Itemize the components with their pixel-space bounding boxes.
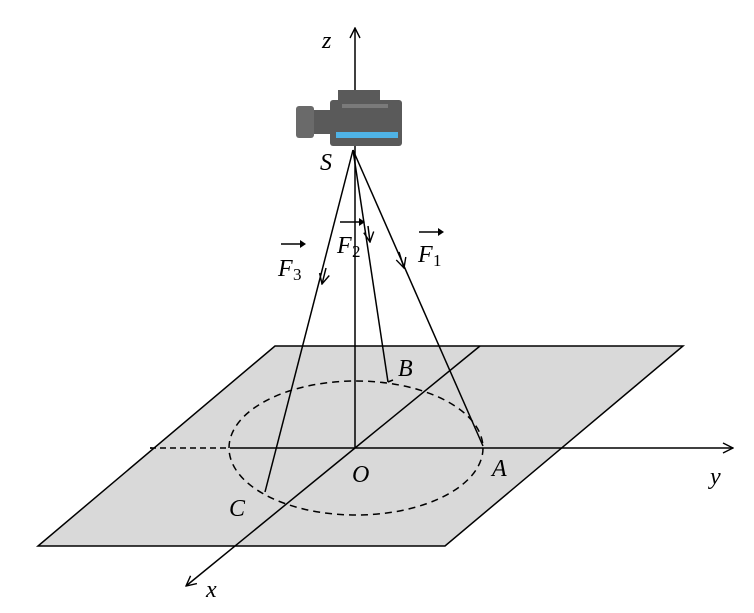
- x-axis-line: [186, 447, 356, 586]
- label-point-A: A: [490, 456, 507, 482]
- label-point-S: S: [320, 150, 332, 176]
- force-arrow-3-mark: [322, 267, 326, 284]
- svg-text:3: 3: [293, 265, 302, 284]
- label-point-C: C: [229, 496, 246, 522]
- cable-B-foot: [387, 379, 394, 383]
- svg-text:F: F: [417, 242, 433, 268]
- force-label-2: F 2: [336, 218, 365, 261]
- force-label-1: F 1: [417, 228, 444, 270]
- svg-text:F: F: [277, 256, 293, 282]
- svg-text:F: F: [336, 233, 352, 259]
- video-camera-icon: [296, 90, 402, 146]
- svg-text:1: 1: [433, 251, 442, 270]
- force-arrow-2-mark: [368, 225, 370, 242]
- svg-text:2: 2: [352, 242, 361, 261]
- ground-plane: [35, 345, 686, 547]
- cable-S-A: [352, 149, 484, 447]
- cable-S-C: [264, 149, 354, 493]
- label-point-O: O: [352, 462, 369, 488]
- x-axis-back-line: [354, 345, 481, 449]
- force-arrow-1-mark: [399, 251, 404, 268]
- label-z-axis: z: [321, 28, 332, 54]
- dashed-circle: [228, 380, 484, 516]
- label-point-B: B: [398, 356, 413, 382]
- force-label-3: F 3: [277, 240, 306, 284]
- label-x-axis: x: [205, 577, 217, 603]
- cable-S-B: [352, 149, 389, 383]
- label-y-axis: y: [708, 464, 721, 490]
